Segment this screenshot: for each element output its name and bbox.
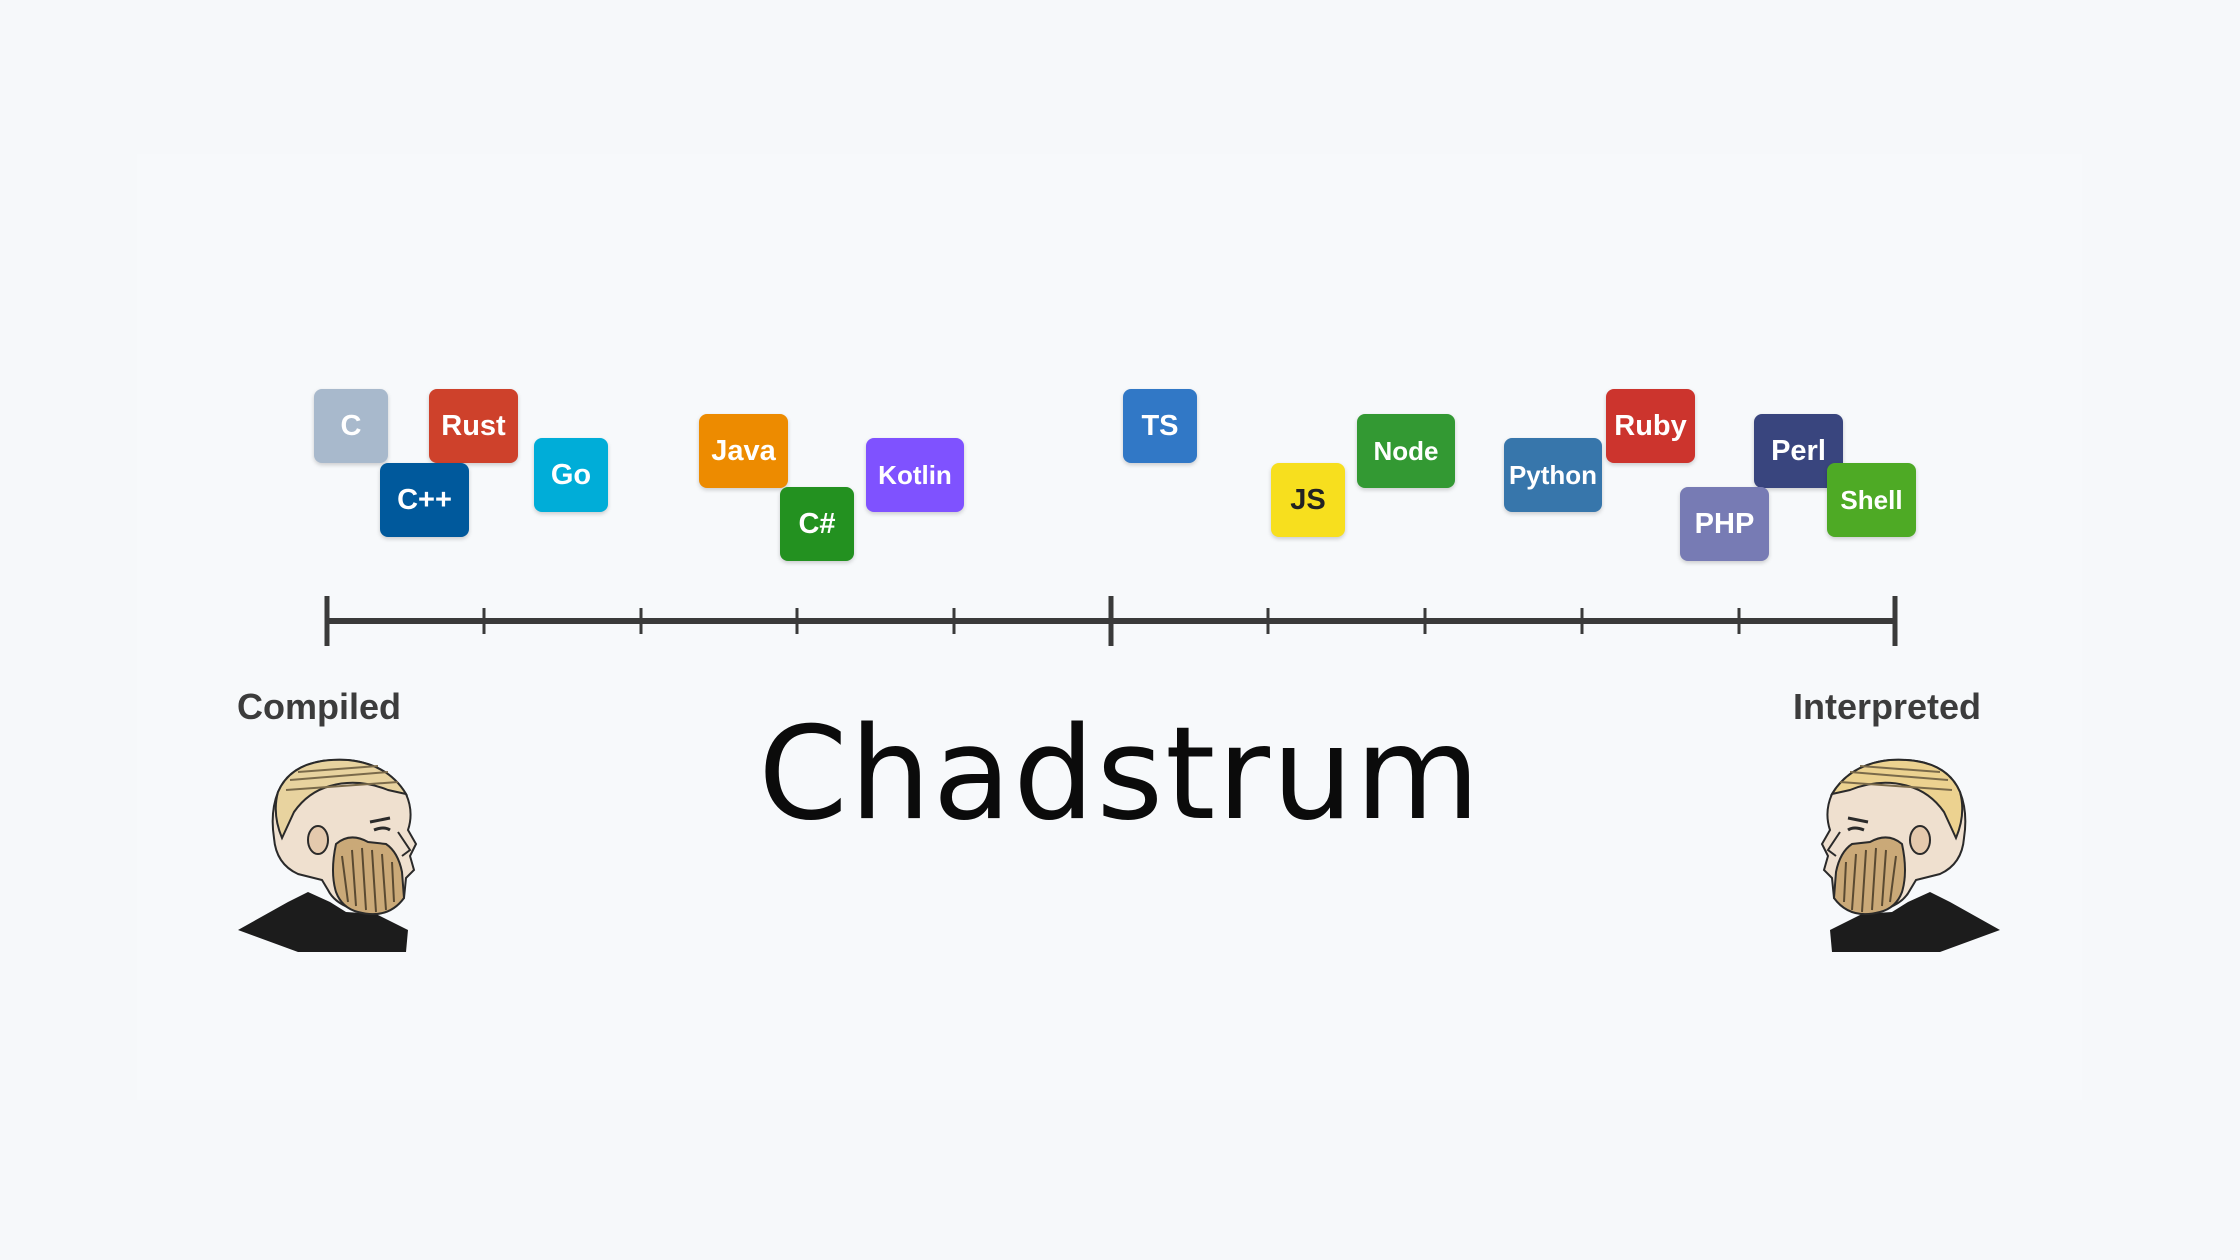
badge-cpp: C++ (380, 463, 469, 537)
compiled-label: Compiled (237, 686, 402, 727)
badge-shell: Shell (1827, 463, 1916, 537)
spectrum-axis (324, 596, 1898, 646)
badge-ts: TS (1123, 389, 1197, 463)
badge-ruby: Ruby (1606, 389, 1695, 463)
badge-java: Java (699, 414, 788, 488)
badge-kotlin: Kotlin (866, 438, 964, 512)
badge-c: C (314, 389, 388, 463)
badge-rust: Rust (429, 389, 518, 463)
chad-face-icon (1820, 758, 2000, 952)
chad-face-icon (238, 758, 418, 952)
badge-go: Go (534, 438, 608, 512)
badge-node: Node (1357, 414, 1455, 488)
badge-csharp: C# (780, 487, 854, 561)
badge-php: PHP (1680, 487, 1769, 561)
badge-python: Python (1504, 438, 1602, 512)
interpreted-label: Interpreted (1793, 686, 1982, 727)
diagram-title: Chadstrum (758, 700, 1482, 849)
badge-js: JS (1271, 463, 1345, 537)
